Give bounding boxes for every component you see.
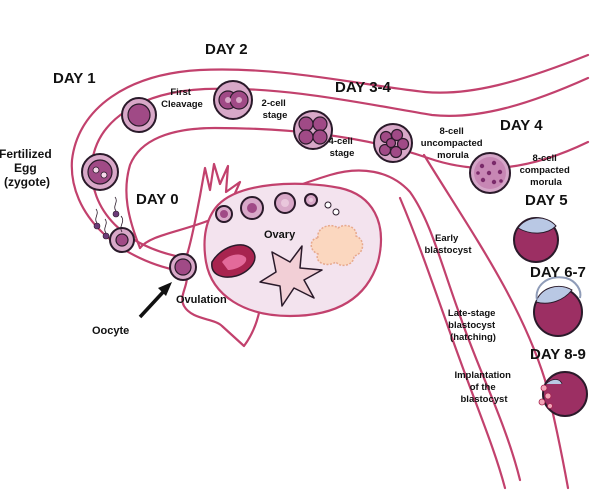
- first-cleavage-cell: [121, 97, 157, 133]
- sperm-cells: [93, 196, 120, 240]
- four-cell-label: 4-cell stage: [329, 136, 356, 159]
- day-labels: DAY 0 DAY 1 DAY 2 DAY 3-4 DAY 4 DAY 5 DA…: [53, 41, 586, 363]
- implantation-label: Implantation of the blastocyst: [454, 370, 513, 405]
- hatching-blastocyst: [533, 276, 583, 337]
- eight-cell-uncompacted-label: 8-cell uncompacted morula: [421, 126, 485, 161]
- follicle-large-core: [281, 199, 289, 207]
- day-0-label: DAY 0: [136, 191, 179, 208]
- oocyte-nucleus: [174, 258, 192, 276]
- stage-labels: Fertilized Egg (zygote) First Cleavage 2…: [0, 87, 573, 405]
- uterine-wall-right: [422, 153, 570, 490]
- follicle-tiny-core: [309, 198, 313, 202]
- day-1-label: DAY 1: [53, 70, 96, 87]
- follicle-dot: [324, 201, 332, 209]
- corpus-luteum: [259, 245, 323, 307]
- follicle-small-core: [220, 210, 228, 218]
- fertilized-egg-label: Fertilized Egg (zygote): [0, 147, 55, 189]
- day-4-label: DAY 4: [500, 117, 543, 134]
- day-2-label: DAY 2: [205, 41, 248, 58]
- first-cleavage-label: First Cleavage: [161, 87, 203, 110]
- oocyte: [169, 253, 197, 281]
- fertilized-egg-with-sperm: [109, 215, 135, 253]
- uterine-wall-inner: [398, 196, 507, 490]
- follicle-dot: [332, 208, 340, 216]
- late-blastocyst-label: Late-stage blastocyst (hatching): [448, 308, 498, 343]
- oocyte-label: Oocyte: [92, 325, 129, 337]
- tube-outer-wall: [70, 53, 590, 274]
- day-8-9-label: DAY 8-9: [530, 346, 586, 363]
- day-6-7-label: DAY 6-7: [530, 264, 586, 281]
- ovary-label: Ovary: [264, 229, 296, 241]
- day-5-label: DAY 5: [525, 192, 568, 209]
- early-blastocyst: [513, 217, 559, 263]
- ovulation-label: Ovulation: [176, 294, 227, 306]
- eight-cell-uncompacted-morula: [373, 123, 413, 163]
- day-3-4-label: DAY 3-4: [335, 79, 392, 96]
- early-blastocyst-label: Early blastocyst: [425, 233, 473, 256]
- tube-inner-wall-top: [90, 76, 590, 260]
- oocyte-arrow: [138, 282, 172, 319]
- follicle-medium-core: [247, 203, 257, 213]
- eight-cell-compacted-morula: [469, 152, 511, 194]
- four-cell-embryo: [293, 110, 333, 150]
- implanting-blastocyst: [538, 371, 588, 417]
- eight-cell-compacted-label: 8-cell compacted morula: [520, 153, 573, 188]
- ruptured-follicle-inner: [222, 254, 247, 270]
- zygote: [81, 153, 119, 191]
- fimbriae-lower: [181, 270, 264, 348]
- two-cell-embryo: [213, 80, 253, 120]
- two-cell-label: 2-cell stage: [262, 98, 289, 121]
- corpus-albicans: [310, 224, 364, 267]
- ovary: [203, 182, 383, 318]
